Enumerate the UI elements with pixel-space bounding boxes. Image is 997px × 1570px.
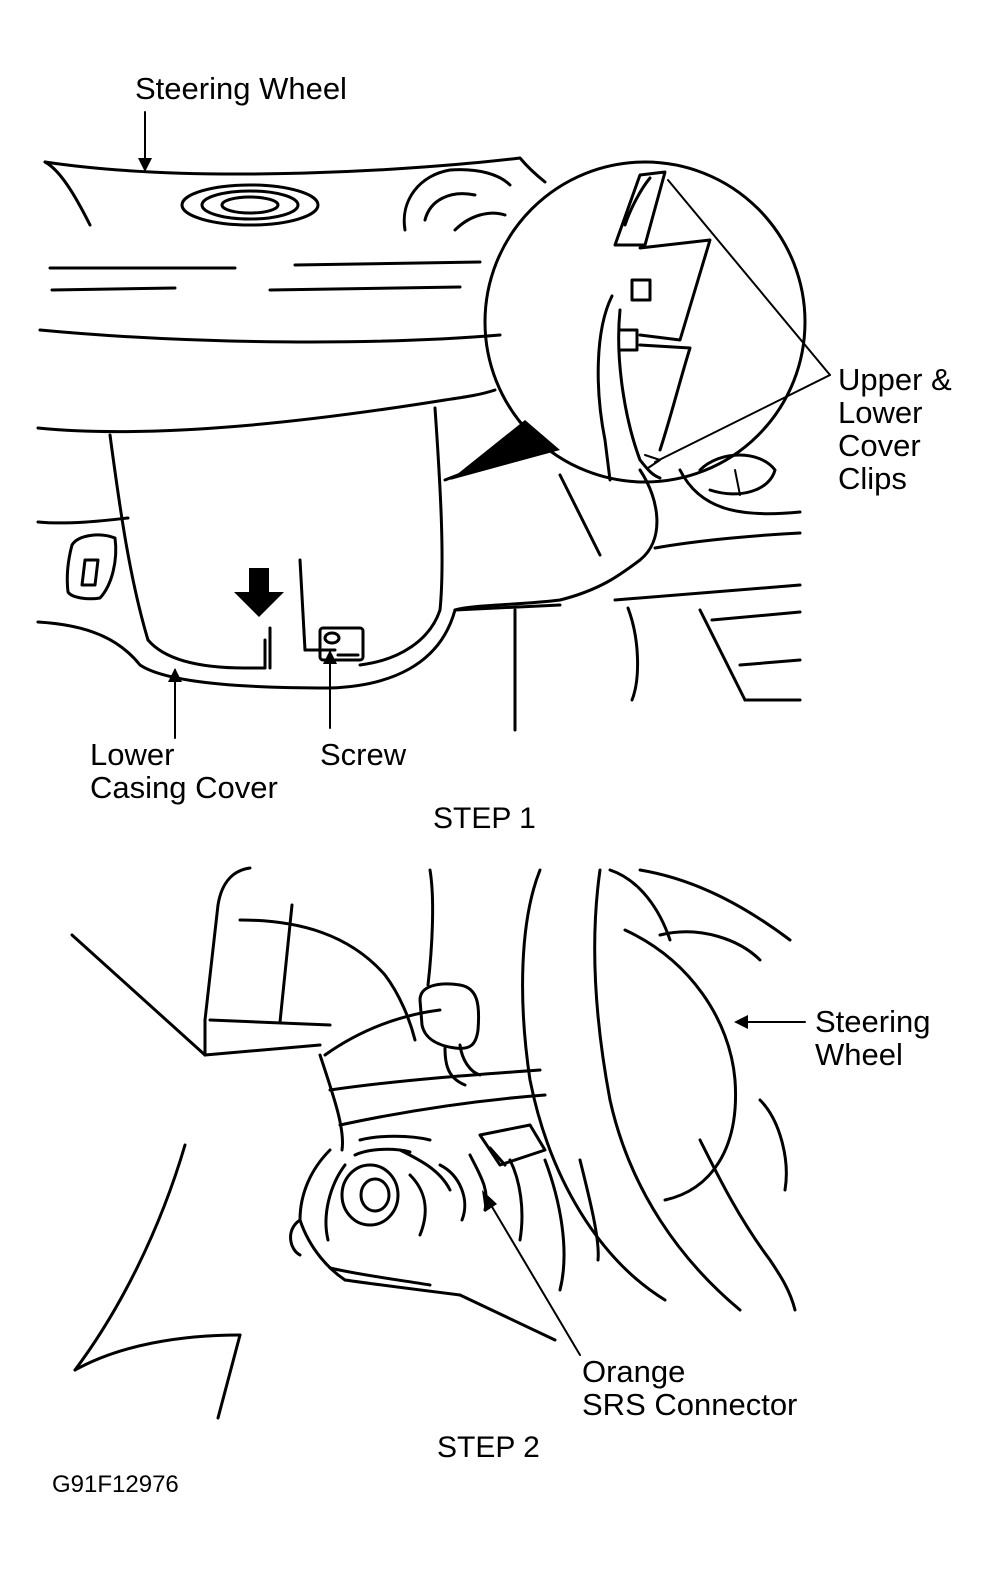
svg-text:SRS Connector: SRS Connector — [582, 1387, 797, 1422]
screw-icon — [318, 626, 365, 662]
down-arrow-icon — [234, 568, 284, 617]
svg-text:Casing Cover: Casing Cover — [90, 770, 278, 805]
vent-icon — [65, 533, 118, 601]
horn-pad-icon — [180, 183, 320, 227]
label-cover-clips: Upper & Lower Cover Clips — [838, 362, 952, 496]
figure-id: G91F12976 — [52, 1471, 179, 1498]
label-screw: Screw — [320, 737, 407, 772]
svg-text:Orange: Orange — [582, 1354, 685, 1389]
label-srs-connector: Orange SRS Connector — [582, 1354, 797, 1422]
step1-illustration — [36, 156, 831, 732]
step2-illustration — [70, 866, 797, 1420]
column-stalk-icon — [418, 982, 482, 1087]
svg-text:Cover: Cover — [838, 428, 921, 463]
svg-text:Wheel: Wheel — [815, 1037, 903, 1072]
label-steering-wheel-top: Steering Wheel — [135, 71, 347, 106]
svg-text:Steering: Steering — [815, 1004, 930, 1039]
step1-leaders — [138, 111, 337, 739]
svg-text:Clips: Clips — [838, 461, 907, 496]
svg-text:Upper &: Upper & — [838, 362, 952, 397]
svg-text:Lower: Lower — [90, 737, 174, 772]
caption-step1: STEP 1 — [433, 802, 536, 835]
step2-leaders — [482, 1015, 806, 1356]
wiring-harness — [289, 1123, 557, 1342]
steering-wheel-side — [521, 868, 797, 1312]
caption-step2: STEP 2 — [437, 1431, 540, 1464]
label-steering-wheel-side: Steering Wheel — [815, 1004, 930, 1072]
label-lower-casing-cover: Lower Casing Cover — [90, 737, 278, 805]
magnifier-inset — [483, 160, 807, 484]
svg-text:Lower: Lower — [838, 395, 922, 430]
